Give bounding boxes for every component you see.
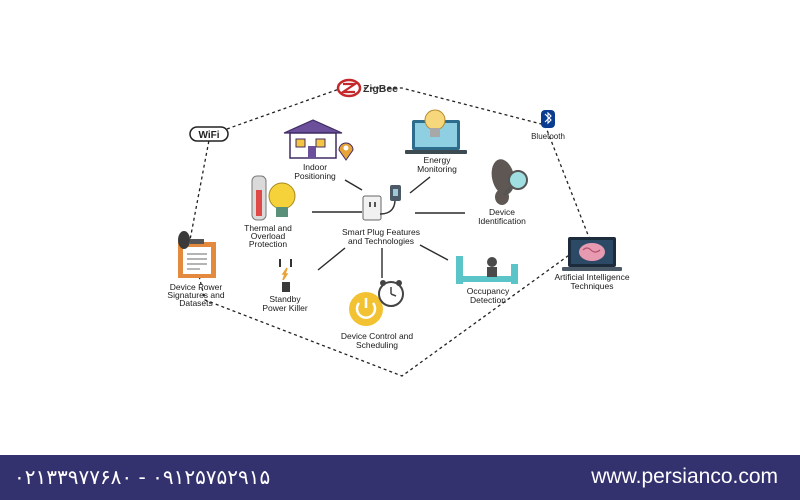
plug-spark-icon [279,259,292,292]
device-id-label-line2: Identification [478,216,526,226]
hub-connectors [312,176,465,278]
smart-plug-icon [362,185,401,221]
laptop-bulb-icon [405,109,467,154]
smart-plug-diagram: Smart Plug Features and Technologies Ind… [167,78,630,377]
zigbee-label: ZigBee [363,83,398,95]
bluetooth-logo: Bluetooth [531,110,565,141]
zigbee-logo: ZigBee [336,78,398,98]
power-clock-icon [349,280,404,326]
power-sig-label-line3: Datasets [179,298,213,308]
power-sig-label-line2: Signatures and [167,290,224,300]
indoor-label-line1: Indoor [303,162,327,172]
standby-label-line1: Standby [269,294,301,304]
thermal-label-line3: Protection [249,239,288,249]
device-id-label-line1: Device [489,207,515,217]
ai-label-line1: Artificial Intelligence [554,272,629,282]
clipboard-bulb-icon [178,231,216,278]
control-label-line1: Device Control and [341,331,414,341]
standby-label-line2: Power Killer [262,303,308,313]
laptop-brain-icon [562,237,622,271]
thermometer-bulb-icon [251,175,296,221]
indoor-label-line2: Positioning [294,171,336,181]
location-pin-icon [338,142,354,161]
footer-website-link[interactable]: www.persianco.com [591,465,778,488]
center-label-line1: Smart Plug Features [342,227,420,237]
footer-bar: ۰۲۱۳۳۹۷۷۶۸۰ - ۰۹۱۲۵۷۵۲۹۱۵ www.persianco.… [0,455,800,500]
energy-label-line1: Energy [424,155,452,165]
occupancy-label-line1: Occupancy [467,286,510,296]
house-icon [283,119,343,159]
ai-label-line2: Techniques [570,281,613,291]
control-label-line2: Scheduling [356,340,398,350]
wifi-label: WiFi [198,130,219,141]
footer-phone: ۰۲۱۳۳۹۷۷۶۸۰ - ۰۹۱۲۵۷۵۲۹۱۵ [14,465,271,489]
footprint-magnifier-icon [491,159,528,205]
bed-person-icon [456,256,518,284]
wifi-logo: WiFi [189,126,229,142]
thermal-label-line1: Thermal and [244,223,292,233]
bluetooth-label: Bluetooth [531,132,565,141]
occupancy-label-line2: Detection [470,295,506,305]
power-sig-label-line1: Device Power [170,282,223,292]
center-label-line2: and Technologies [348,236,414,246]
energy-label-line2: Monitoring [417,164,457,174]
thermal-label-line2: Overload [251,231,286,241]
